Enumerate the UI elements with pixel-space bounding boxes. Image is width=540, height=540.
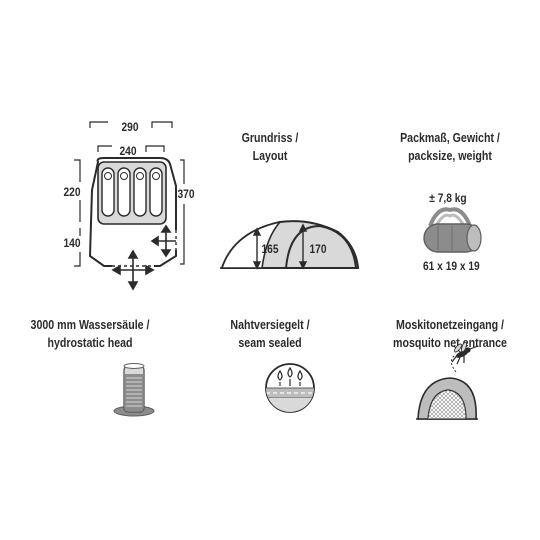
seam-panel: Nahtversiegelt / seam sealed xyxy=(180,270,360,540)
packsize-label: 61 x 19 x 19 xyxy=(423,259,480,273)
dim-depth-total: 370 xyxy=(177,187,195,201)
floorplan-diagram xyxy=(74,121,185,291)
height-rear-label: 170 xyxy=(309,242,327,256)
mosquito-panel: Moskitonetzeingang / mosquito net entran… xyxy=(360,270,540,540)
layout-panel: Grundriss / Layout 165 170 xyxy=(180,0,360,270)
dim-inner-width: 240 xyxy=(119,144,137,158)
dim-total-width: 290 xyxy=(121,120,139,134)
pack-panel: Packmaß, Gewicht / packsize, weight ± 7,… xyxy=(360,0,540,273)
seam-title: Nahtversiegelt / seam sealed xyxy=(230,318,310,350)
floorplan-panel: 290 240 220 140 370 xyxy=(0,0,195,291)
mosquito-title: Moskitonetzeingang / mosquito net entran… xyxy=(393,318,507,350)
height-front-label: 165 xyxy=(261,242,279,256)
pack-bag-icon xyxy=(423,207,482,253)
pack-title: Packmaß, Gewicht / packsize, weight xyxy=(400,131,500,163)
layout-title: Grundriss / Layout xyxy=(241,131,299,163)
mosquito-net-icon xyxy=(416,341,479,420)
dim-vestibule-depth: 140 xyxy=(63,236,81,250)
dim-height-total: 220 xyxy=(63,185,81,199)
seam-sealed-icon xyxy=(265,363,315,413)
hydrostatic-title: 3000 mm Wassersäule / hydrostatic head xyxy=(30,318,150,350)
hydrostatic-panel: 3000 mm Wassersäule / hydrostatic head xyxy=(0,270,180,540)
tent-profile-diagram xyxy=(220,220,360,270)
weight-label: ± 7,8 kg xyxy=(429,191,467,205)
water-column-icon xyxy=(113,363,155,417)
